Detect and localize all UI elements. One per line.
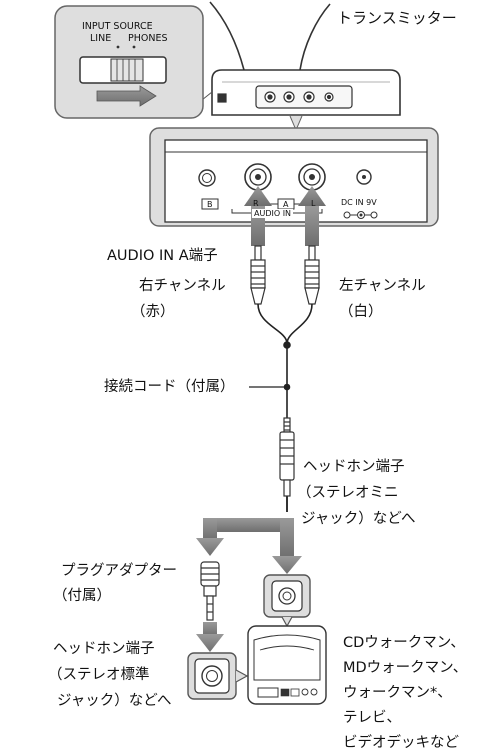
headphone-std-line2: （ステレオ標準 <box>48 667 150 683</box>
headphone-mini-line3: ジャック）などへ <box>301 511 416 527</box>
split-arrows <box>196 518 302 574</box>
channel-l-label: L <box>311 199 316 208</box>
device-label-3: ウォークマン*、 <box>343 685 452 701</box>
headphone-mini-line1: ヘッドホン端子 <box>303 459 405 475</box>
device-label-1: CDウォークマン、 <box>343 635 465 651</box>
headphone-std-line1: ヘッドホン端子 <box>53 641 155 657</box>
mini-plug <box>279 417 295 512</box>
standard-jack-callout <box>187 652 249 700</box>
plug-adapter <box>200 561 220 621</box>
connection-cord <box>249 303 313 420</box>
jack-panel-callout <box>149 115 439 227</box>
adapter-line1: プラグアダプター <box>61 563 177 579</box>
headphone-mini-line2: （ステレオミニ <box>297 485 399 501</box>
right-channel-label: 右チャンネル <box>139 278 226 294</box>
adapter-arrow <box>196 622 224 652</box>
mini-jack-callout <box>263 574 311 628</box>
cord-label: 接続コード（付属） <box>104 379 235 395</box>
jack-b-label: B <box>207 200 213 209</box>
device-label-2: MDウォークマン、 <box>343 660 468 676</box>
switch-callout <box>54 5 213 119</box>
left-channel-label: 左チャンネル <box>339 278 426 294</box>
walkman-device <box>247 625 327 705</box>
transmitter-label: トランスミッター <box>337 9 457 27</box>
rca-plug-left <box>304 245 320 305</box>
jack-a-label: A <box>283 200 289 209</box>
rca-plug-right <box>250 245 266 305</box>
dc-in-label: DC IN 9V <box>341 198 377 207</box>
adapter-line2: （付属） <box>53 588 111 604</box>
right-color-label: （赤） <box>131 304 175 320</box>
left-color-label: （白） <box>339 304 383 320</box>
device-label-4: テレビ、 <box>343 710 401 726</box>
audio-in-label: AUDIO IN <box>252 209 294 218</box>
switch-title: INPUT SOURCE <box>82 21 153 32</box>
channel-r-label: R <box>253 199 259 208</box>
switch-option-phones: PHONES <box>128 33 168 44</box>
switch-option-line: LINE <box>90 33 112 44</box>
headphone-std-line3: ジャック）などへ <box>57 693 172 709</box>
device-label-5: ビデオデッキなど <box>343 735 459 751</box>
transmitter-jacks <box>217 85 353 109</box>
audio-in-a-label: AUDIO IN A端子 <box>107 248 218 264</box>
